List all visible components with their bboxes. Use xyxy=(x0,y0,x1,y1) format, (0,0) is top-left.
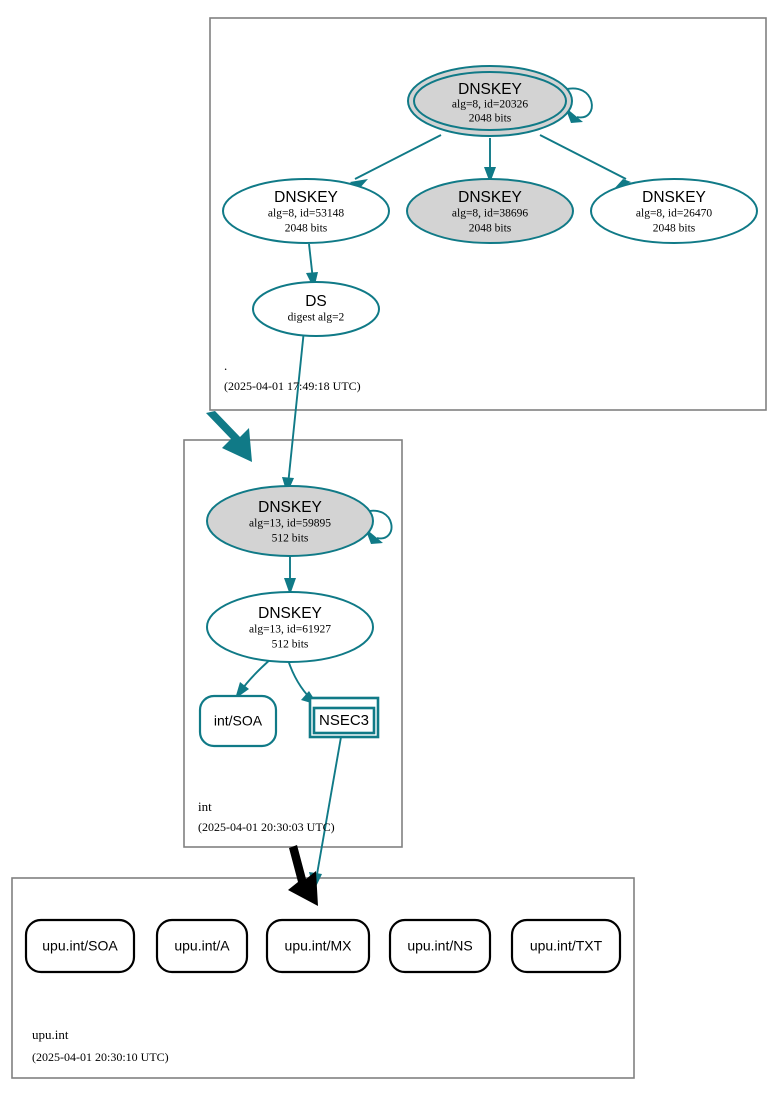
node-title: DNSKEY xyxy=(642,189,706,206)
node-dnskey-root-zsk-53148[interactable]: DNSKEY alg=8, id=53148 2048 bits xyxy=(222,178,390,244)
edge-root-ksk-to-zsk-38696 xyxy=(484,138,496,183)
node-rrset-int-soa[interactable]: int/SOA xyxy=(198,694,278,748)
node-rrset-upu-int-a[interactable]: upu.int/A xyxy=(155,918,249,974)
node-title: DNSKEY xyxy=(258,605,322,622)
node-subtitle-alg: alg=8, id=53148 xyxy=(268,208,344,220)
zone-timestamp-upu-int: (2025-04-01 20:30:10 UTC) xyxy=(32,1050,169,1064)
node-ds-root[interactable]: DS digest alg=2 xyxy=(252,281,380,337)
node-subtitle-alg: alg=13, id=59895 xyxy=(249,518,331,530)
node-rrset-upu-int-txt[interactable]: upu.int/TXT xyxy=(510,918,622,974)
node-dnskey-root-ksk-20326[interactable]: DNSKEY alg=8, id=20326 2048 bits xyxy=(407,65,573,137)
node-rrset-upu-int-mx[interactable]: upu.int/MX xyxy=(265,918,371,974)
node-subtitle-alg: alg=13, id=61927 xyxy=(249,624,331,636)
node-rrset-upu-int-soa[interactable]: upu.int/SOA xyxy=(24,918,136,974)
zone-timestamp-int: (2025-04-01 20:30:03 UTC) xyxy=(198,820,335,834)
edge-delegation-int-to-upu-int xyxy=(288,845,318,906)
edge-nsec3-to-upu-int xyxy=(309,736,342,891)
zone-label-int: int xyxy=(198,799,212,814)
node-title: NSEC3 xyxy=(319,712,369,729)
node-title: DNSKEY xyxy=(274,189,338,206)
node-title: upu.int/MX xyxy=(285,938,353,954)
edge-int-zsk-to-soa xyxy=(235,657,273,699)
node-rrset-upu-int-ns[interactable]: upu.int/NS xyxy=(388,918,492,974)
zone-box-upu-int xyxy=(11,877,635,1079)
node-dnskey-root-zsk-26470[interactable]: DNSKEY alg=8, id=26470 2048 bits xyxy=(590,178,758,244)
node-subtitle-alg: alg=8, id=26470 xyxy=(636,208,712,220)
node-title: upu.int/NS xyxy=(407,938,472,954)
node-title: DNSKEY xyxy=(258,499,322,516)
node-subtitle-size: 2048 bits xyxy=(469,113,512,125)
node-subtitle-size: 512 bits xyxy=(272,639,309,651)
edge-ds-to-int-ksk xyxy=(282,329,305,494)
node-subtitle-size: 2048 bits xyxy=(653,223,696,235)
node-subtitle-size: 2048 bits xyxy=(285,223,328,235)
node-subtitle-size: 2048 bits xyxy=(469,223,512,235)
node-dnskey-int-zsk-61927[interactable]: DNSKEY alg=13, id=61927 512 bits xyxy=(206,591,374,663)
node-subtitle-alg: alg=8, id=20326 xyxy=(452,99,528,111)
node-title: DNSKEY xyxy=(458,189,522,206)
node-dnskey-int-ksk-59895[interactable]: DNSKEY alg=13, id=59895 512 bits xyxy=(206,485,374,557)
zone-timestamp-root: (2025-04-01 17:49:18 UTC) xyxy=(224,379,361,393)
node-dnskey-root-zsk-38696[interactable]: DNSKEY alg=8, id=38696 2048 bits xyxy=(406,178,574,244)
edge-root-ksk-to-zsk-53148 xyxy=(350,134,442,190)
edge-root-ksk-to-zsk-26470 xyxy=(539,134,631,190)
node-title: upu.int/SOA xyxy=(42,938,118,954)
node-subtitle-alg: alg=8, id=38696 xyxy=(452,208,528,220)
node-title: DS xyxy=(305,293,327,310)
node-nsec3-int[interactable]: NSEC3 xyxy=(308,696,380,739)
node-subtitle-digest: digest alg=2 xyxy=(288,312,345,324)
node-title: DNSKEY xyxy=(458,81,522,98)
edge-delegation-root-to-int xyxy=(206,411,252,462)
node-title: int/SOA xyxy=(214,713,263,729)
edge-int-ksk-to-zsk xyxy=(284,554,296,595)
node-title: upu.int/TXT xyxy=(530,938,603,954)
zone-label-root: . xyxy=(224,358,227,373)
node-title: upu.int/A xyxy=(174,938,230,954)
zone-box-root xyxy=(209,17,767,411)
zone-label-upu-int: upu.int xyxy=(32,1027,69,1042)
node-subtitle-size: 512 bits xyxy=(272,533,309,545)
